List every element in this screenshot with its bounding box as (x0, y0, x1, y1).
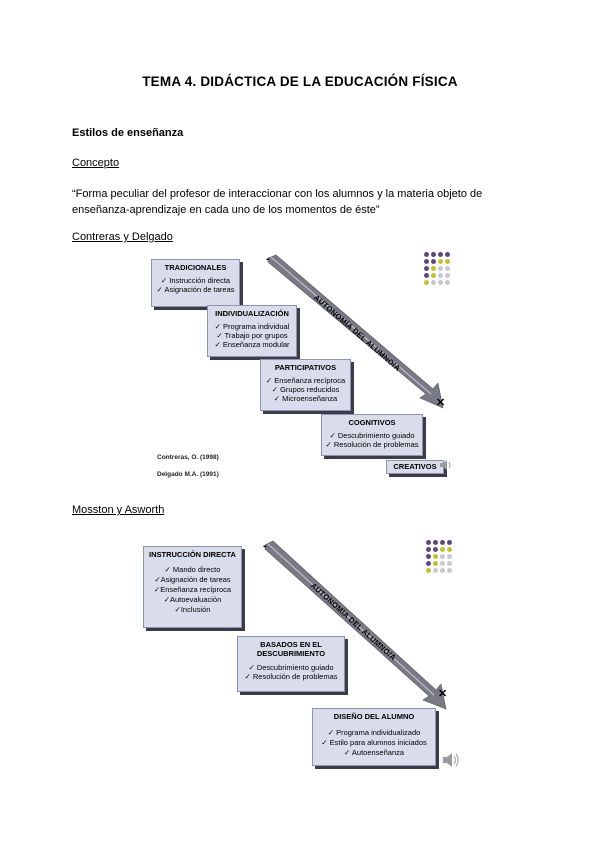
dot (440, 554, 445, 559)
dot (438, 273, 443, 278)
box-participativos: PARTICIPATIVOS ✓ Enseñanza recíproca ✓ G… (260, 359, 351, 411)
dot (447, 540, 452, 545)
dot (426, 561, 431, 566)
dot (433, 554, 438, 559)
box-title: BASADOS EN EL DESCUBRIMIENTO (256, 640, 326, 658)
box-instruccion-directa: INSTRUCCIÓN DIRECTA ✓ Mando directo ✓Asi… (143, 546, 242, 628)
dot (433, 547, 438, 552)
dot (440, 547, 445, 552)
box-item: ✓ Programa individual (214, 322, 290, 331)
box-item: ✓ Autoenseñanza (343, 748, 405, 757)
box-item: ✓Asignación de tareas (154, 575, 231, 584)
decorative-dot-grid-icon (424, 252, 450, 285)
box-title: COGNITIVOS (348, 418, 396, 427)
box-individualizacion: INDIVIDUALIZACIÓN ✓ Programa individual … (207, 305, 297, 357)
diagram1-minus-sign: - (266, 253, 270, 265)
dot (445, 280, 450, 285)
dot (447, 561, 452, 566)
box-item: ✓ Grupos reducidos (271, 385, 340, 394)
concept-text-line-2: enseñanza-aprendizaje en cada uno de los… (72, 204, 380, 216)
dot (445, 273, 450, 278)
dot (440, 540, 445, 545)
dot (433, 568, 438, 573)
dot (447, 554, 452, 559)
dot (433, 540, 438, 545)
dot (445, 252, 450, 257)
box-item: ✓Enseñanza recíproca (153, 585, 232, 594)
dot (424, 266, 429, 271)
box-item: ✓ Instrucción directa (160, 276, 231, 285)
dot (426, 568, 431, 573)
dot (431, 259, 436, 264)
dot (424, 259, 429, 264)
decorative-dot-grid-icon (426, 540, 452, 573)
page-title: TEMA 4. DIDÁCTICA DE LA EDUCACIÓN FÍSICA (142, 74, 458, 89)
diagram2-plus-sign: ✕ (438, 688, 448, 700)
box-item: ✓ Descubrimiento guiado (329, 431, 415, 440)
dot (431, 273, 436, 278)
dot (426, 540, 431, 545)
box-item: ✓ Trabajo por grupos (216, 331, 288, 340)
diagram1-autonomy-arrow (267, 254, 444, 409)
box-cognitivos: COGNITIVOS ✓ Descubrimiento guiado ✓ Res… (321, 414, 423, 456)
dot (445, 259, 450, 264)
box-item: ✓ Descubrimiento guiado (248, 663, 334, 672)
box-item: ✓ Microenseñanza (273, 394, 338, 403)
box-tradicionales: TRADICIONALES ✓ Instrucción directa ✓ As… (151, 259, 240, 307)
reference-contreras: Contreras, O. (1998) (157, 454, 219, 461)
dot (447, 568, 452, 573)
concept-text-line-1: “Forma peculiar del profesor de interacc… (72, 188, 483, 200)
dot (440, 568, 445, 573)
dot (438, 252, 443, 257)
box-item: ✓ Mando directo (164, 565, 221, 574)
dot (431, 266, 436, 271)
dot (424, 252, 429, 257)
box-title: CREATIVOS (393, 462, 437, 471)
dot (438, 259, 443, 264)
concept-heading: Concepto (72, 157, 120, 169)
concept-paragraph: “Forma peculiar del profesor de interacc… (72, 186, 542, 218)
diagram1-heading: Contreras y Delgado (72, 231, 173, 243)
section-heading: Estilos de enseñanza (72, 127, 184, 139)
dot (424, 273, 429, 278)
diagram2-minus-sign: - (263, 540, 267, 552)
box-creativos: CREATIVOS (386, 460, 444, 474)
dot (438, 266, 443, 271)
diagram2-autonomy-arrow (264, 540, 447, 710)
box-title: INSTRUCCIÓN DIRECTA (149, 550, 236, 559)
dot (438, 280, 443, 285)
dot (440, 561, 445, 566)
dot (426, 554, 431, 559)
dot (447, 547, 452, 552)
box-title: TRADICIONALES (164, 263, 227, 272)
box-title: DISEÑO DEL ALUMNO (333, 712, 415, 721)
dot (424, 280, 429, 285)
dot (431, 280, 436, 285)
box-title: PARTICIPATIVOS (274, 363, 337, 372)
box-basados-descubrimiento: BASADOS EN EL DESCUBRIMIENTO ✓ Descubrim… (237, 636, 345, 692)
box-item: ✓Autoevaluación (163, 595, 222, 604)
diagram1-plus-sign: ✕ (436, 397, 446, 409)
box-diseno-alumno: DISEÑO DEL ALUMNO ✓ Programa individuali… (312, 708, 436, 766)
box-item: ✓ Asignación de tareas (156, 285, 235, 294)
box-item: ✓ Resolución de problemas (244, 672, 338, 681)
dot (431, 252, 436, 257)
dot (433, 561, 438, 566)
box-item: ✓ Programa individualizado (327, 728, 421, 737)
reference-delgado: Delgado M.A. (1991) (157, 471, 219, 478)
box-item: ✓ Enseñanza modular (214, 340, 290, 349)
box-item: ✓ Estilo para alumnos iniciados (321, 738, 427, 747)
diagram2-heading: Mosston y Asworth (72, 504, 165, 516)
dot (445, 266, 450, 271)
box-item: ✓ Enseñanza recíproca (265, 376, 346, 385)
box-item: ✓ Resolución de problemas (325, 440, 419, 449)
box-item: ✓Inclusión (174, 605, 211, 614)
dot (426, 547, 431, 552)
box-title: INDIVIDUALIZACIÓN (215, 309, 289, 318)
